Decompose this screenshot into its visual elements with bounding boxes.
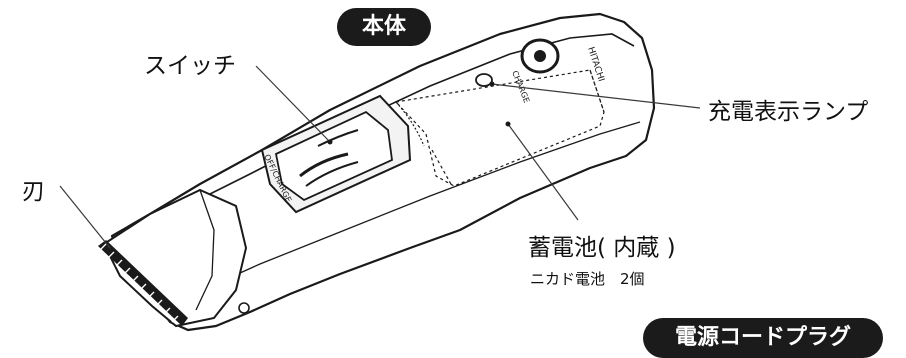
power-plug-pill: 電源コードプラグ: [643, 318, 883, 358]
blade-label: 刃: [22, 179, 45, 205]
blade-housing-inner: [195, 189, 215, 311]
clipper-lower-line: [179, 121, 641, 301]
charge-lamp-label: 充電表示ランプ: [708, 99, 869, 125]
charge-lamp-icon: [475, 73, 493, 87]
blade-housing: [102, 188, 248, 328]
battery-leader: [507, 123, 579, 221]
section-title-pill: 本体: [337, 8, 431, 46]
diagram-stage: HITACHI CHARGE OFF/CHARGE 本体 電源コードプラグ スイ…: [22, 8, 883, 358]
blade-leader: [59, 185, 111, 249]
charge-lamp-leader: [491, 83, 701, 109]
battery-note: ニカド電池 2個: [530, 270, 645, 288]
switch-label: スイッチ: [144, 53, 236, 79]
blade-tooth-gaps: [99, 243, 179, 323]
screw-icon: [238, 302, 250, 314]
switch-leader: [255, 65, 331, 143]
battery-label: 蓄電池( 内蔵 ): [528, 235, 676, 261]
clipper-illustration: HITACHI CHARGE OFF/CHARGE: [59, 12, 701, 332]
switch-knob: [274, 110, 393, 202]
